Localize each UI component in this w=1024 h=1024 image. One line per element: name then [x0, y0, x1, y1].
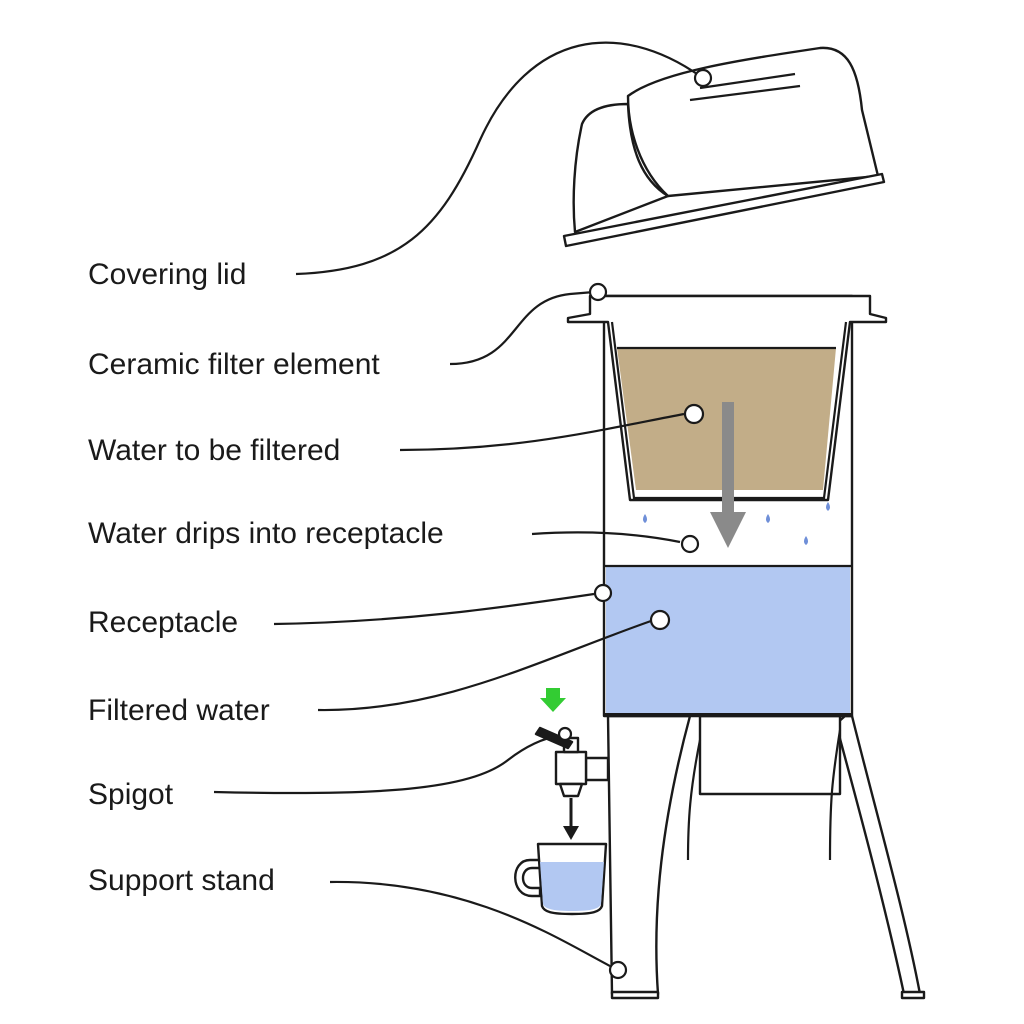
cup-icon [514, 842, 608, 916]
support-stand [606, 714, 926, 1000]
label-support-stand: Support stand [88, 864, 275, 897]
label-covering-lid: Covering lid [88, 258, 246, 291]
label-water-drips: Water drips into receptacle [88, 517, 444, 550]
pointer-markers [588, 68, 713, 980]
spigot-icon [534, 688, 610, 798]
label-filtered-water: Filtered water [88, 694, 270, 727]
leader-receptacle [273, 592, 595, 626]
filtered-water [606, 566, 850, 714]
label-receptacle: Receptacle [88, 606, 238, 639]
down-arrow-icon [710, 402, 746, 548]
leader-ceramic-filter [449, 290, 595, 366]
leader-covering-lid [295, 41, 701, 276]
leader-filtered-water [317, 619, 652, 712]
covering-lid [562, 46, 886, 248]
leader-spigot [213, 734, 559, 795]
label-ceramic-filter-element: Ceramic filter element [88, 348, 380, 381]
ceramic-filter-element [566, 294, 888, 502]
labels: Covering lid Ceramic filter element Wate… [88, 258, 444, 897]
pour-arrow [563, 798, 579, 840]
label-spigot: Spigot [88, 778, 174, 811]
label-water-to-be-filtered: Water to be filtered [88, 434, 340, 467]
leader-lines [213, 41, 701, 967]
leader-water-to-filter [399, 412, 685, 452]
leader-water-drips [531, 531, 681, 544]
leader-support-stand [329, 880, 611, 967]
spigot-indicator-arrow-icon [540, 688, 566, 712]
